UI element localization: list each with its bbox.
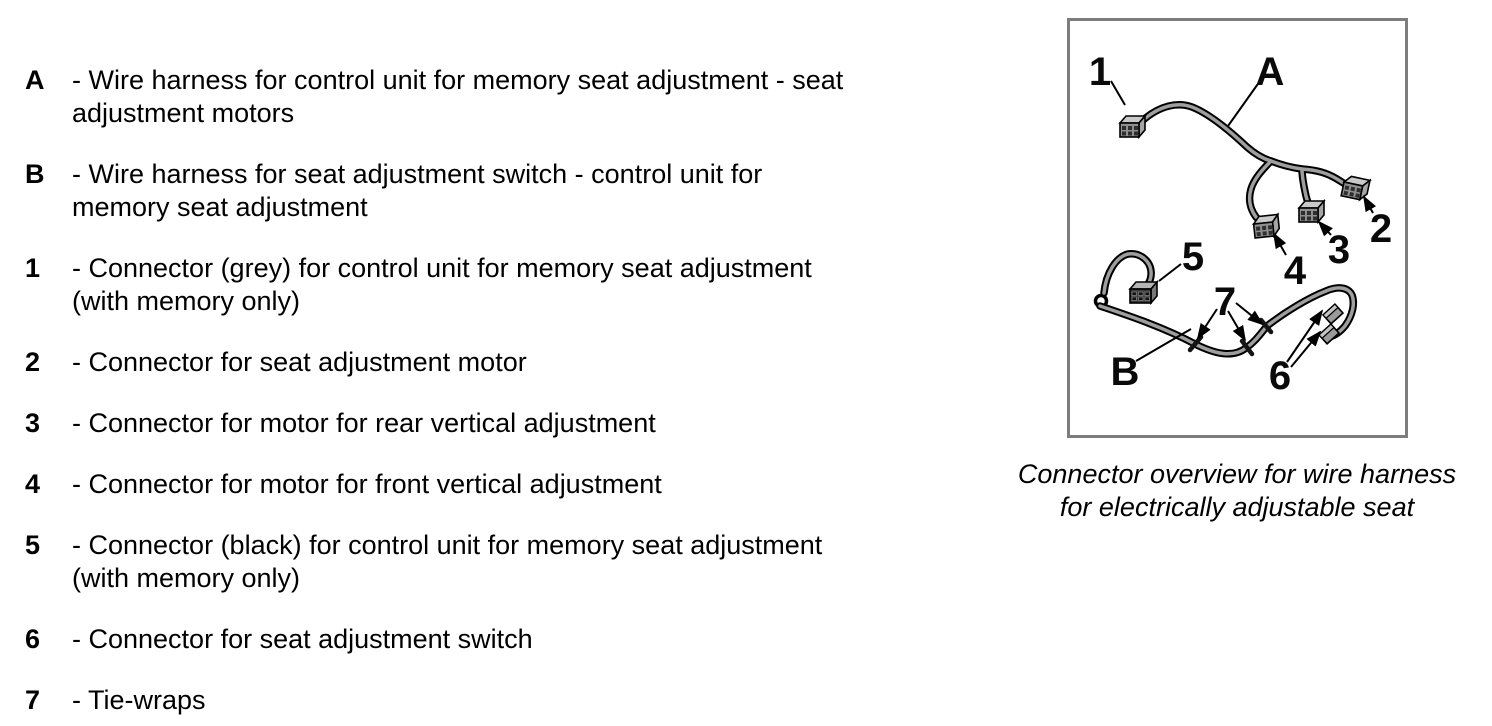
legend-item-key: 5 <box>25 530 41 560</box>
legend-item-6: 6 - Connector for seat adjustment switch <box>25 623 1025 656</box>
leader-7c <box>1235 302 1264 326</box>
callout-6: 6 <box>1269 354 1291 398</box>
legend-item-a: A - Wire harness for control unit for me… <box>25 64 1025 130</box>
leader-6b <box>1290 330 1322 368</box>
connector-6b <box>1318 323 1340 345</box>
callout-7: 7 <box>1214 280 1236 324</box>
legend-item-key: 7 <box>25 685 41 715</box>
legend-item-4: 4 - Connector for motor for front vertic… <box>25 468 1025 501</box>
callout-2: 2 <box>1370 207 1392 251</box>
legend-item-text: - Tie-wraps <box>72 685 206 715</box>
legend-item-key: 1 <box>25 253 41 283</box>
connector-4 <box>1252 213 1281 239</box>
connector-2 <box>1340 174 1371 202</box>
wire-harness-diagram: 1 A 2 3 4 5 7 B 6 <box>1089 50 1392 398</box>
callout-4: 4 <box>1284 249 1307 293</box>
legend-item-1: 1 - Connector (grey) for control unit fo… <box>25 252 1025 318</box>
legend-item-key: A <box>25 65 45 95</box>
legend-item-text: - Connector for seat adjustment motor <box>72 347 527 377</box>
callout-1: 1 <box>1089 50 1111 94</box>
callout-3: 3 <box>1328 228 1350 272</box>
connector-5 <box>1129 281 1158 304</box>
figure-caption: Connector overview for wire harness for … <box>1017 459 1457 522</box>
leader-1 <box>1110 80 1126 106</box>
legend-item-text: - Connector for motor for rear vertical … <box>72 408 656 438</box>
leader-7a <box>1196 308 1218 340</box>
leader-b <box>1135 328 1192 362</box>
legend-item-key: B <box>25 159 45 189</box>
leader-5 <box>1158 263 1182 282</box>
callout-labels: 1 A 2 3 4 5 7 B 6 <box>1089 50 1392 398</box>
connector-1 <box>1119 115 1146 138</box>
legend-item-key: 3 <box>25 408 41 438</box>
legend-item-b: B - Wire harness for seat adjustment swi… <box>25 158 1025 224</box>
legend-item-7: 7 - Tie-wraps <box>25 684 1025 717</box>
harness-a-wire <box>1138 101 1349 225</box>
legend-item-text: - Connector (grey) for control unit for … <box>72 253 812 316</box>
diagram-box: 1 A 2 3 4 5 7 B 6 <box>1067 18 1408 438</box>
leader-3 <box>1317 220 1333 237</box>
legend-item-key: 6 <box>25 624 41 654</box>
connector-6a <box>1322 303 1344 325</box>
legend-item-5: 5 - Connector (black) for control unit f… <box>25 529 1025 595</box>
legend-item-text: - Connector for seat adjustment switch <box>72 624 533 654</box>
legend-item-key: 4 <box>25 469 41 499</box>
legend-item-text: - Wire harness for seat adjustment switc… <box>72 159 763 222</box>
leader-6a <box>1286 309 1324 363</box>
tie-wrap-2 <box>1239 338 1255 357</box>
callout-5: 5 <box>1182 235 1204 279</box>
legend-item-key: 2 <box>25 347 41 377</box>
legend-item-text: - Connector for motor for front vertical… <box>72 469 662 499</box>
callout-a: A <box>1256 50 1285 94</box>
legend: A - Wire harness for control unit for me… <box>25 64 1025 726</box>
legend-item-text: - Wire harness for control unit for memo… <box>72 65 844 128</box>
legend-item-3: 3 - Connector for motor for rear vertica… <box>25 407 1025 440</box>
leader-4 <box>1273 232 1287 256</box>
leader-a <box>1227 80 1261 127</box>
legend-item-text: - Connector (black) for control unit for… <box>72 530 823 593</box>
legend-item-2: 2 - Connector for seat adjustment motor <box>25 346 1025 379</box>
leader-7b <box>1227 310 1247 342</box>
leader-2 <box>1363 195 1377 214</box>
callout-b: B <box>1111 350 1140 394</box>
leader-lines <box>1110 80 1377 368</box>
connector-3 <box>1298 200 1325 223</box>
